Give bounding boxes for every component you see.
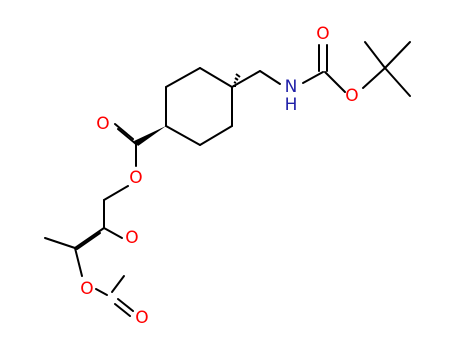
bond (44, 237, 76, 249)
bond (74, 227, 105, 249)
atom-label-nitrogen: N (285, 77, 298, 97)
atom-label-oxygen: O (316, 24, 329, 44)
hash-line (233, 81, 237, 84)
bond (199, 125, 233, 146)
hashed-stereo-bond (233, 73, 241, 87)
bond (95, 288, 108, 296)
atom-label-oxygen: O (129, 168, 142, 188)
atom-label-oxygen: O (345, 86, 358, 106)
bond (302, 71, 324, 84)
bond (103, 227, 123, 239)
bond (324, 71, 346, 93)
bond (165, 125, 201, 146)
tert-butyl-group (362, 41, 411, 97)
bond (259, 70, 281, 85)
bond (117, 298, 134, 312)
bond (362, 67, 386, 89)
bond (74, 247, 83, 277)
bond (364, 41, 386, 69)
bond (103, 185, 129, 201)
bond (114, 303, 131, 317)
wedge-stereo-bond (134, 126, 166, 146)
bond (76, 232, 101, 250)
bond (111, 275, 125, 293)
boc-carbamate (302, 44, 346, 93)
atom-label-oxygen: O (135, 308, 148, 328)
bond (114, 123, 134, 140)
bond (384, 41, 411, 69)
ester-group (103, 123, 137, 229)
atom-label-hydrogen: H (285, 95, 298, 115)
atom-label-oxygen: O (96, 114, 109, 134)
bond (199, 67, 233, 88)
bond (117, 128, 137, 145)
bond (384, 67, 411, 97)
atom-label-oxygen: O (80, 279, 93, 299)
hash-line (235, 73, 241, 78)
bond (231, 70, 261, 88)
atom-label-oxygen: O (125, 228, 138, 248)
hash-line (234, 77, 239, 81)
dioxolone-ring (44, 227, 134, 317)
cyclohexane-ring (165, 67, 233, 146)
bond (165, 67, 201, 88)
